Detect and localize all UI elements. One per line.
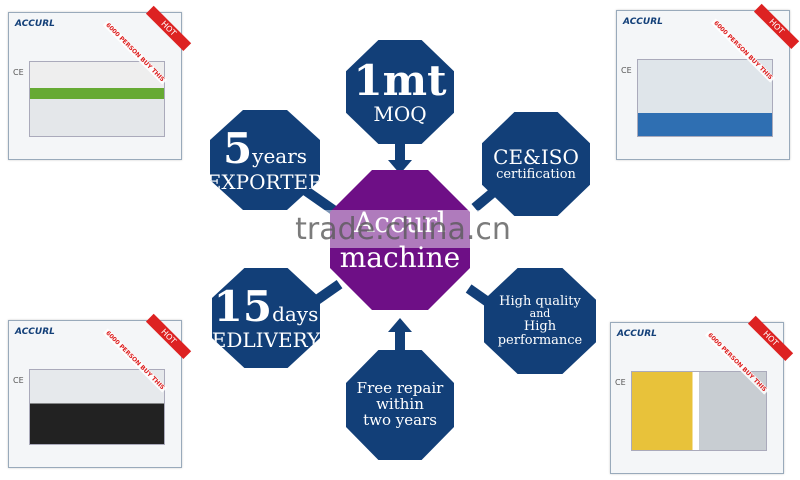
certification-label: certification: [496, 166, 576, 182]
feature-repair: Free repair within two years: [346, 350, 454, 460]
repair-line2: within: [376, 395, 424, 414]
arrow-head: [388, 318, 412, 332]
moq-value: 1mt: [353, 56, 447, 106]
hot-badge: HOT: [145, 313, 192, 360]
feature-exporter: 5years EXPORTER: [210, 110, 320, 210]
arrow-top: [395, 140, 405, 162]
center-machine: Accurl machine: [330, 170, 470, 310]
repair-line1: Free repair: [356, 379, 444, 398]
feature-quality: High quality and High performance: [484, 268, 596, 374]
machine-label: machine: [339, 241, 461, 274]
photo-rolling-machine[interactable]: ACCURL HOT 6000 PERSON BUY THIS CE: [616, 3, 800, 160]
exporter-label: EXPORTER: [206, 169, 324, 194]
logo: ACCURL: [15, 327, 55, 337]
cert-icons: CE: [621, 66, 632, 75]
photo-press-brake[interactable]: ACCURL HOT 6000 PERSON BUY THIS CE: [8, 313, 192, 468]
feature-moq: 1mt MOQ: [346, 40, 454, 144]
feature-delivery: 15days EDLIVERY: [212, 268, 320, 368]
machine-image: [29, 369, 165, 445]
photo-shearing-machine[interactable]: ACCURL HOT 6000 PERSON BUY THIS CE: [8, 5, 192, 160]
arrow-bottom: [395, 330, 405, 356]
years-value: 5: [222, 124, 253, 174]
hot-badge: HOT: [145, 5, 192, 52]
logo: ACCURL: [617, 329, 657, 339]
quality-line2: and: [529, 307, 551, 321]
photo-punch-press[interactable]: ACCURL HOT 6000 PERSON BUY THIS CE: [610, 315, 794, 474]
quality-line1: High quality: [499, 293, 581, 309]
days-value: 15: [213, 282, 273, 332]
hot-badge: HOT: [753, 3, 800, 50]
machine-image: [637, 59, 773, 137]
cert-icons: CE: [615, 378, 626, 387]
years-unit: years: [252, 144, 308, 169]
hot-badge: HOT: [747, 315, 794, 362]
feature-certification: CE&ISO certification: [482, 112, 590, 216]
cert-icons: CE: [13, 376, 24, 385]
repair-line3: two years: [363, 410, 437, 429]
days-unit: days: [272, 302, 319, 327]
machine-image: [631, 371, 767, 451]
quality-line3: High performance: [497, 318, 583, 348]
logo: ACCURL: [15, 19, 55, 29]
watermark: trade.china.cn: [295, 210, 511, 248]
moq-label: MOQ: [373, 101, 427, 126]
cert-icons: CE: [13, 68, 24, 77]
brand-label: Accurl: [354, 205, 446, 239]
ce-iso-label: CE&ISO: [493, 144, 579, 169]
delivery-label: EDLIVERY: [211, 327, 321, 352]
machine-image: [29, 61, 165, 137]
logo: ACCURL: [623, 17, 663, 27]
